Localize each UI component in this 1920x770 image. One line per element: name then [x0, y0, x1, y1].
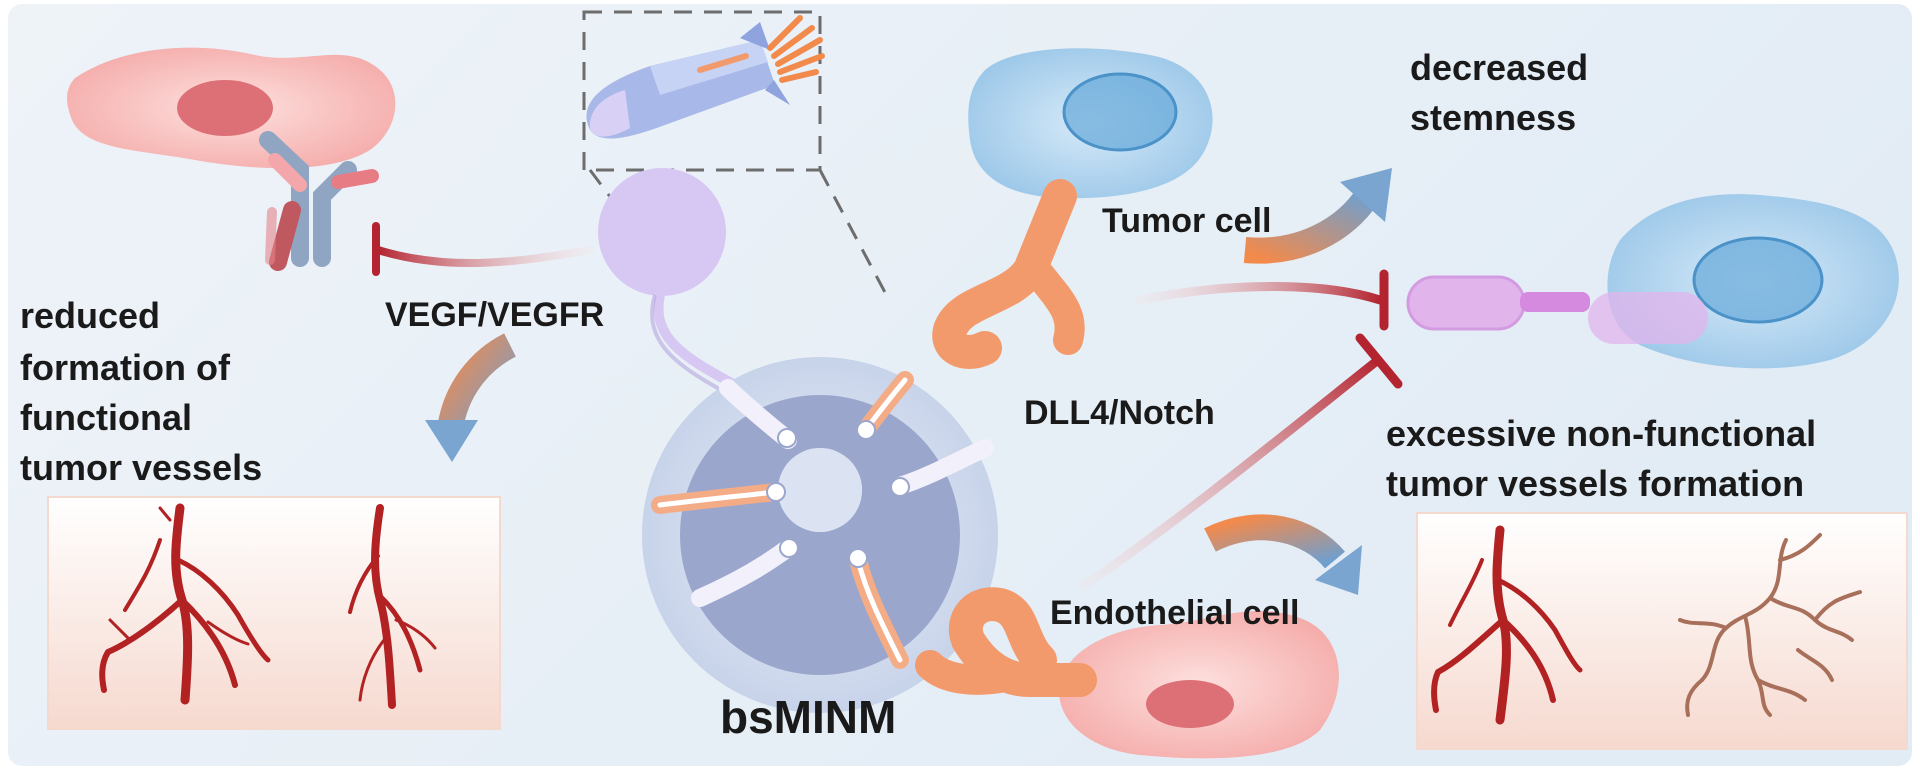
endothelial-cell-bottom	[1058, 610, 1339, 759]
vessel-panel-left	[47, 496, 501, 730]
excessive-vessels-line-2: tumor vessels formation	[1386, 463, 1805, 504]
notch-inhibition-arrow-icon	[1080, 333, 1403, 590]
vegf-inhibition-arrow-icon	[372, 222, 594, 276]
endothelial-cell-top-left	[66, 47, 396, 169]
vegf-ligand-icon	[265, 201, 301, 271]
stemness-probe-icon	[1406, 275, 1708, 344]
decreased-stemness-line-2: stemness	[1410, 97, 1577, 138]
nanoparticle-icon	[642, 357, 998, 713]
zoom-box	[582, 10, 822, 172]
dll4-notch-label: DLL4/Notch	[1024, 394, 1215, 432]
curved-arrow-icon	[1204, 514, 1362, 595]
curved-arrow-icon	[1243, 168, 1392, 264]
vegfr-receptor-icon	[259, 131, 379, 267]
tumor-cell-top	[968, 48, 1213, 199]
excessive-vessels-line-1: excessive non-functional	[1386, 413, 1817, 454]
reduced-vessels-line-2: formation of	[20, 347, 230, 388]
vessel-icon	[1431, 525, 1583, 725]
reduced-vessels-line-4: tumor vessels	[20, 447, 263, 488]
curved-arrow-icon	[425, 333, 517, 462]
dll4-ligand-icon	[915, 587, 1097, 697]
notch-inhibition-arrow-icon	[1135, 269, 1389, 331]
vegf-vegfr-label: VEGF/VEGFR	[385, 296, 605, 334]
vessel-icon	[1678, 533, 1862, 717]
tumor-cell-label: Tumor cell	[1102, 202, 1272, 240]
reduced-vessels-line-1: reduced	[20, 295, 161, 336]
rocket-icon	[586, 15, 825, 139]
endothelial-cell-label: Endothelial cell	[1050, 594, 1300, 632]
decreased-stemness-line-1: decreased	[1410, 47, 1589, 88]
vessel-icon	[99, 503, 271, 705]
reduced-vessels-line-3: functional	[20, 397, 192, 438]
cell-nucleus	[177, 80, 273, 136]
notch-receptor-icon	[932, 179, 1085, 369]
vessel-icon	[348, 504, 437, 709]
bsminm-title: bsMINM	[720, 691, 897, 743]
